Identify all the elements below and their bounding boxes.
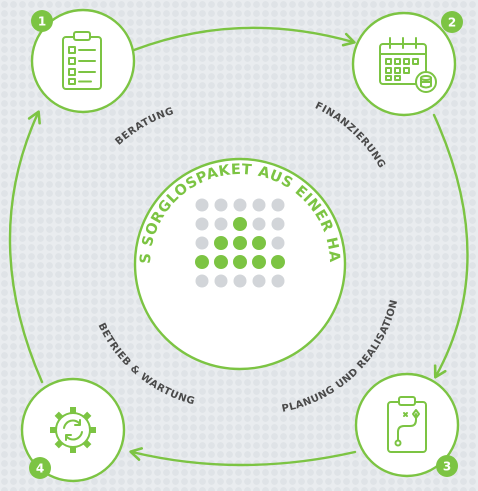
step-number-4: 4 bbox=[36, 462, 44, 476]
step-node-4: 4 bbox=[20, 377, 126, 483]
grid-dot-grey bbox=[195, 198, 209, 212]
step-label-beratung: BERATUNG bbox=[114, 106, 176, 148]
grid-dot-green bbox=[233, 255, 247, 269]
cycle-arrows bbox=[8, 26, 469, 467]
grid-dot-grey bbox=[214, 274, 228, 288]
grid-dot-grey bbox=[233, 198, 247, 212]
step-badge-2 bbox=[441, 11, 463, 33]
step-number-1: 1 bbox=[38, 15, 46, 29]
step-badge-1 bbox=[31, 10, 53, 32]
grid-dot-grey bbox=[252, 198, 266, 212]
step-node-3: 3 bbox=[354, 372, 460, 478]
arrow-3-to-4 bbox=[129, 447, 357, 467]
arrow-2-to-3 bbox=[432, 113, 469, 379]
clipboard-plan-icon bbox=[387, 396, 427, 453]
step-node-2: 2 bbox=[351, 11, 463, 117]
grid-dot-grey bbox=[195, 274, 209, 288]
grid-dot-grey bbox=[271, 236, 285, 250]
grid-dot-grey bbox=[195, 217, 209, 231]
grid-dot-grey bbox=[271, 217, 285, 231]
step-node-1: 1 bbox=[30, 8, 136, 114]
grid-dot-green bbox=[233, 236, 247, 250]
grid-dot-grey bbox=[214, 198, 228, 212]
step-number-3: 3 bbox=[443, 460, 451, 474]
grid-dot-grey bbox=[233, 274, 247, 288]
grid-dot-grey bbox=[214, 217, 228, 231]
calendar-money-icon bbox=[379, 37, 437, 93]
grid-dot-grey bbox=[271, 198, 285, 212]
grid-dot-grey bbox=[195, 236, 209, 250]
dot-grid bbox=[195, 198, 285, 288]
step-label-finanzierung: FINANZIERUNG bbox=[313, 100, 387, 170]
step-badge-4 bbox=[29, 457, 51, 479]
step-badge-3 bbox=[436, 455, 458, 477]
grid-dot-grey bbox=[271, 274, 285, 288]
gear-cycle-icon bbox=[50, 407, 96, 453]
step-number-2: 2 bbox=[448, 16, 456, 30]
grid-dot-grey bbox=[252, 217, 266, 231]
arrow-4-to-1 bbox=[8, 110, 44, 384]
grid-dot-green bbox=[214, 236, 228, 250]
clipboard-checklist-icon bbox=[62, 31, 102, 90]
grid-dot-grey bbox=[252, 274, 266, 288]
grid-dot-green bbox=[252, 255, 266, 269]
grid-dot-green bbox=[252, 236, 266, 250]
grid-dot-green bbox=[195, 255, 209, 269]
grid-dot-green bbox=[271, 255, 285, 269]
arrow-1-to-2 bbox=[132, 26, 356, 52]
grid-dot-green bbox=[214, 255, 228, 269]
grid-dot-green bbox=[233, 217, 247, 231]
